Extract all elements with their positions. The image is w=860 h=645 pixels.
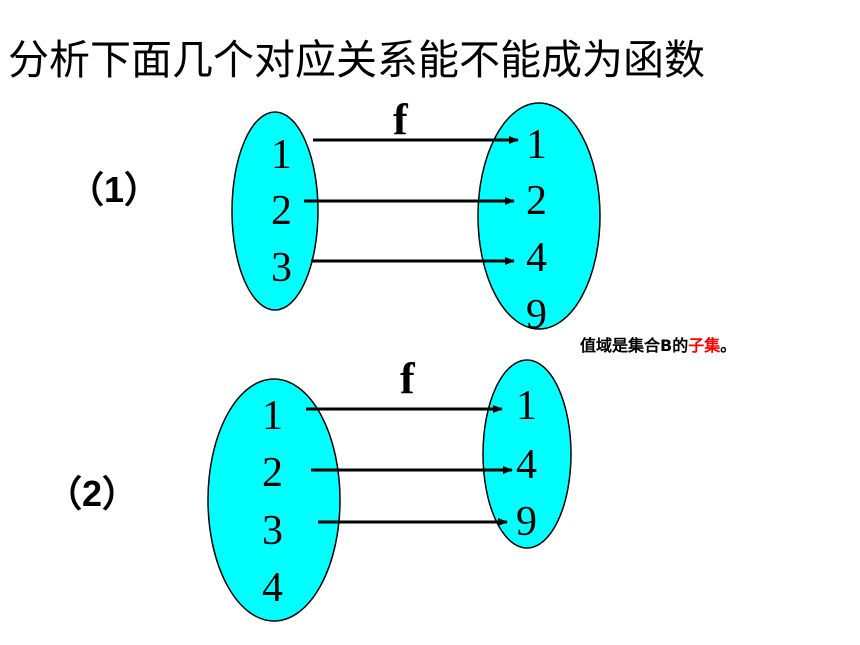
- mapping-1-codomain-9: 9: [526, 292, 547, 338]
- mapping-2-domain-1: 1: [262, 393, 283, 439]
- mapping-2: f 1 2 3 4 1 4 9: [207, 354, 572, 622]
- mapping-1-domain-1: 1: [271, 132, 292, 178]
- mapping-1-codomain-set: [477, 102, 601, 330]
- mapping-2-domain-3: 3: [262, 508, 283, 554]
- range-note-highlight: 子集: [688, 336, 721, 355]
- mapping-1-codomain-2: 2: [526, 178, 547, 224]
- mapping-1-domain-3: 3: [271, 245, 292, 291]
- mapping-2-codomain-1: 1: [516, 383, 537, 429]
- mapping-1: f 1 2 3 1 2 4 9: [231, 95, 601, 338]
- mapping-1-domain-set: [231, 111, 319, 311]
- mapping-1-function-label: f: [393, 95, 409, 144]
- range-note: 值域是集合B的子集。: [580, 332, 736, 356]
- mapping-2-function-label: f: [400, 354, 416, 403]
- range-note-prefix: 值域是集合B的: [580, 336, 689, 355]
- mapping-2-domain-2: 2: [262, 450, 283, 496]
- mapping-1-domain-2: 2: [271, 188, 292, 234]
- mapping-2-domain-set: [207, 378, 341, 622]
- mapping-1-codomain-1: 1: [526, 122, 547, 168]
- mapping-1-label: （1）: [68, 169, 161, 210]
- mapping-2-codomain-9: 9: [516, 499, 537, 545]
- slide-title: 分析下面几个对应关系能不能成为函数: [8, 36, 705, 84]
- range-note-suffix: 。: [720, 336, 737, 355]
- mapping-2-codomain-4: 4: [516, 442, 537, 488]
- mapping-2-domain-4: 4: [262, 565, 283, 611]
- mapping-2-codomain-set: [482, 359, 572, 549]
- mapping-2-label: （2）: [46, 473, 139, 514]
- mapping-1-codomain-4: 4: [526, 235, 547, 281]
